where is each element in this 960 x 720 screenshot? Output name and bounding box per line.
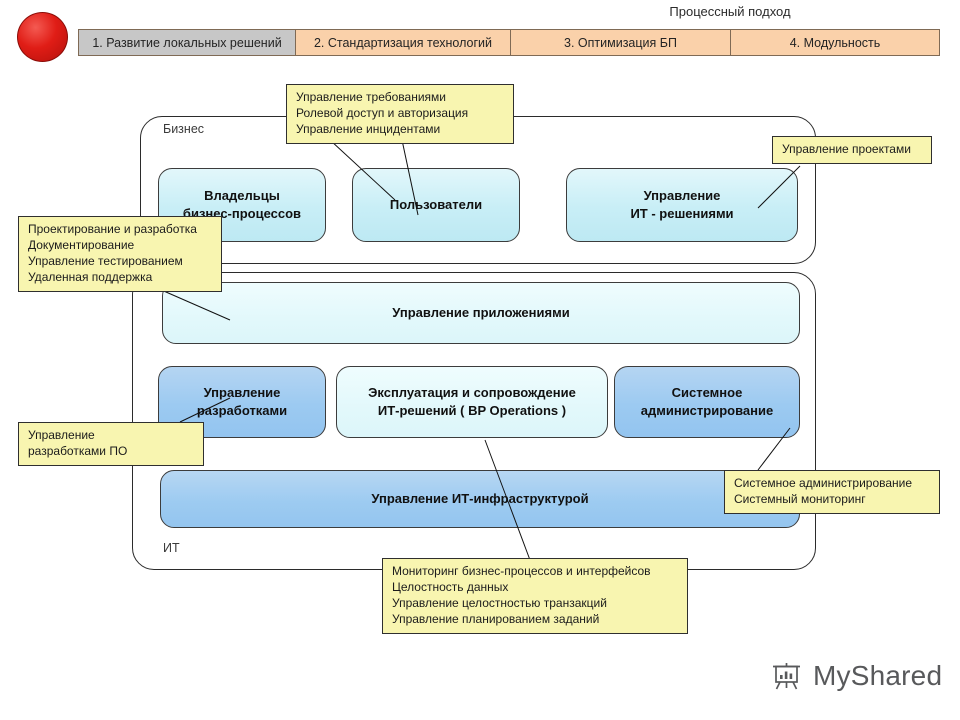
red-bullet-icon (17, 12, 68, 62)
business-zone-label: Бизнес (163, 122, 205, 136)
phase-item-4[interactable]: 4. Модульность (731, 30, 939, 55)
box-system-administration-label: Системное администрирование (640, 385, 774, 418)
note-design-line-2: Документирование (28, 237, 135, 252)
phase-item-1[interactable]: 1. Развитие локальных решений (79, 30, 296, 55)
note-monitoring[interactable]: Мониторинг бизнес-процессов и интерфейсо… (382, 558, 688, 634)
box-infrastructure-management-label: Управление ИТ-инфраструктурой (371, 491, 589, 507)
box-users[interactable]: Пользователи (352, 168, 520, 242)
note-design-line-1: Проектирование и разработка (28, 222, 197, 236)
note-system-administration[interactable]: Системное администрирование Системный мо… (724, 470, 940, 514)
connector-requirements-owners (329, 139, 396, 201)
note-software-development-line-2: разработками ПО (28, 443, 128, 458)
note-projects[interactable]: Управление проектами (772, 136, 932, 164)
connector-monitoring-operations (484, 439, 531, 561)
presentation-chart-icon (773, 663, 800, 690)
box-application-management-label: Управление приложениями (392, 305, 570, 321)
box-operations[interactable]: Эксплуатация и сопровождение ИТ-решений … (336, 366, 608, 438)
phase-item-3[interactable]: 3. Оптимизация БП (511, 30, 731, 55)
box-system-administration[interactable]: Системное администрирование (614, 366, 800, 438)
note-monitoring-line-1: Мониторинг бизнес-процессов и интерфейсо… (392, 564, 651, 578)
note-monitoring-line-4: Управление планированием заданий (392, 611, 600, 626)
note-design-line-3: Управление тестированием (28, 253, 183, 268)
box-users-label: Пользователи (389, 197, 483, 213)
note-monitoring-line-3: Управление целостностью транзакций (392, 595, 607, 610)
watermark-label: MyShared (813, 660, 943, 691)
box-it-solutions-management[interactable]: Управление ИТ - решениями (566, 168, 798, 242)
phase-bar: 1. Развитие локальных решений 2. Стандар… (78, 29, 940, 56)
note-monitoring-line-2: Целостность данных (392, 579, 509, 594)
note-design-line-4: Удаленная поддержка (28, 269, 153, 284)
note-requirements-line-2: Ролевой доступ и авторизация (296, 105, 469, 120)
note-requirements-line-1: Управление требованиями (296, 90, 446, 104)
note-requirements-line-3: Управление инцидентами (296, 121, 441, 136)
page-title: Процессный подход (669, 4, 791, 19)
note-requirements[interactable]: Управление требованиями Ролевой доступ и… (286, 84, 514, 144)
box-development-management-label: Управление разработками (196, 385, 288, 418)
it-zone-label: ИТ (163, 541, 180, 555)
note-design[interactable]: Проектирование и разработка Документиров… (18, 216, 222, 292)
note-software-development-line-1: Управление (28, 428, 95, 442)
box-it-solutions-management-label: Управление ИТ - решениями (630, 188, 734, 221)
connector-sysadmin-sysadminbox (757, 427, 791, 471)
connector-projects-itsolutions (757, 165, 801, 209)
phase-item-2[interactable]: 2. Стандартизация технологий (296, 30, 511, 55)
watermark: MyShared (770, 660, 942, 692)
note-projects-line-1: Управление проектами (782, 142, 911, 156)
connector-softwaredev-devmgmt (179, 397, 231, 423)
note-system-administration-line-1: Системное администрирование (734, 476, 913, 490)
box-application-management[interactable]: Управление приложениями (162, 282, 800, 344)
note-software-development[interactable]: Управление разработками ПО (18, 422, 204, 466)
connector-requirements-users (401, 139, 419, 216)
note-system-administration-line-2: Системный мониторинг (734, 491, 866, 506)
box-operations-label: Эксплуатация и сопровождение ИТ-решений … (368, 385, 576, 418)
